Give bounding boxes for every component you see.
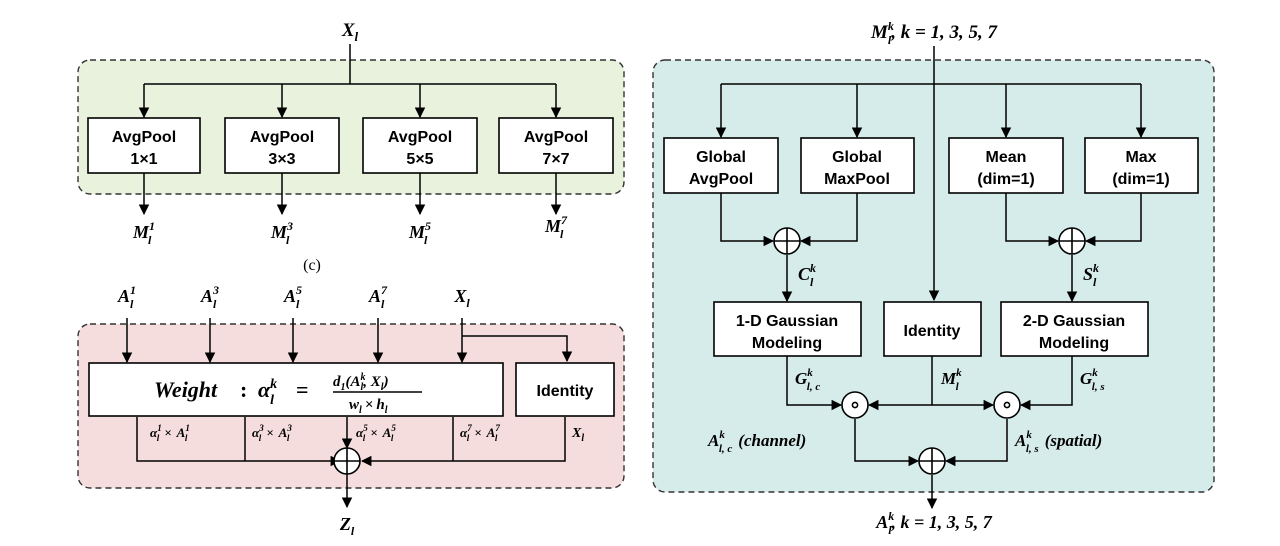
svg-text:AvgPool: AvgPool — [524, 129, 588, 146]
identity-term-x: Xl — [571, 426, 584, 444]
svg-text:Modeling: Modeling — [752, 335, 822, 352]
svg-text:(dim=1): (dim=1) — [1112, 171, 1169, 188]
svg-text:5×5: 5×5 — [406, 151, 433, 168]
svg-text::: : — [240, 377, 247, 402]
svg-text:1×1: 1×1 — [130, 151, 157, 168]
gaussian-1d-box: 1-D Gaussian Modeling — [713, 301, 862, 357]
svg-text:Modeling: Modeling — [1039, 335, 1109, 352]
svg-text:Max: Max — [1125, 149, 1156, 166]
max-box: Max (dim=1) — [1084, 137, 1199, 194]
svg-text:AvgPool: AvgPool — [250, 129, 314, 146]
weight-sum-operator-icon — [333, 447, 361, 475]
svg-text:Identity: Identity — [537, 383, 594, 400]
svg-text:3×3: 3×3 — [268, 151, 295, 168]
weight-input-arrows — [121, 318, 573, 364]
pyramid-region — [77, 59, 625, 195]
svg-text:Mean: Mean — [986, 149, 1027, 166]
spatial-sum-operator-icon — [1058, 227, 1086, 255]
svg-text:AvgPool: AvgPool — [388, 129, 452, 146]
svg-text:AvgPool: AvgPool — [689, 171, 753, 188]
svg-text:MaxPool: MaxPool — [824, 171, 890, 188]
avgpool-5x5-box: AvgPool 5×5 — [362, 117, 478, 174]
global-avgpool-box: Global AvgPool — [663, 137, 779, 194]
svg-text:AvgPool: AvgPool — [112, 129, 176, 146]
svg-text:Global: Global — [696, 149, 746, 166]
pyramid-connectors — [138, 44, 562, 216]
channel-sum-operator-icon — [773, 227, 801, 255]
weight-fusion-lines — [136, 417, 566, 509]
gaussian-2d-box: 2-D Gaussian Modeling — [1000, 301, 1149, 357]
spatial-multiply-operator-icon — [993, 391, 1021, 419]
svg-text:7×7: 7×7 — [542, 151, 569, 168]
right-identity-box: Identity — [883, 301, 982, 357]
mean-box: Mean (dim=1) — [948, 137, 1064, 194]
weight-word: Weight — [154, 377, 218, 402]
avgpool-7x7-box: AvgPool 7×7 — [498, 117, 614, 174]
svg-text:1-D Gaussian: 1-D Gaussian — [736, 313, 838, 330]
panel-caption: (c) — [303, 257, 321, 274]
weight-input-x: Xl — [453, 286, 470, 310]
avgpool-1x1-box: AvgPool 1×1 — [87, 117, 201, 174]
global-maxpool-box: Global MaxPool — [800, 137, 915, 194]
gaussian-connectors — [715, 46, 1147, 510]
svg-text:Identity: Identity — [904, 323, 961, 340]
svg-text:2-D Gaussian: 2-D Gaussian — [1023, 313, 1125, 330]
pyramid-pooling-panel: Xl AvgPool 1×1 AvgPool 3×3 AvgPool 5 — [77, 20, 625, 274]
formula-denominator: wl×hl — [349, 397, 388, 416]
final-sum-operator-icon — [918, 447, 946, 475]
channel-multiply-operator-icon — [841, 391, 869, 419]
weight-identity-box: Identity — [515, 362, 615, 417]
svg-text:Global: Global — [832, 149, 882, 166]
pyramid-input-label: Xl — [341, 20, 359, 44]
svg-text:=: = — [296, 377, 309, 402]
weight-output-z: Zl — [339, 514, 355, 538]
avgpool-3x3-box: AvgPool 3×3 — [224, 117, 340, 174]
svg-text:(dim=1): (dim=1) — [977, 171, 1034, 188]
